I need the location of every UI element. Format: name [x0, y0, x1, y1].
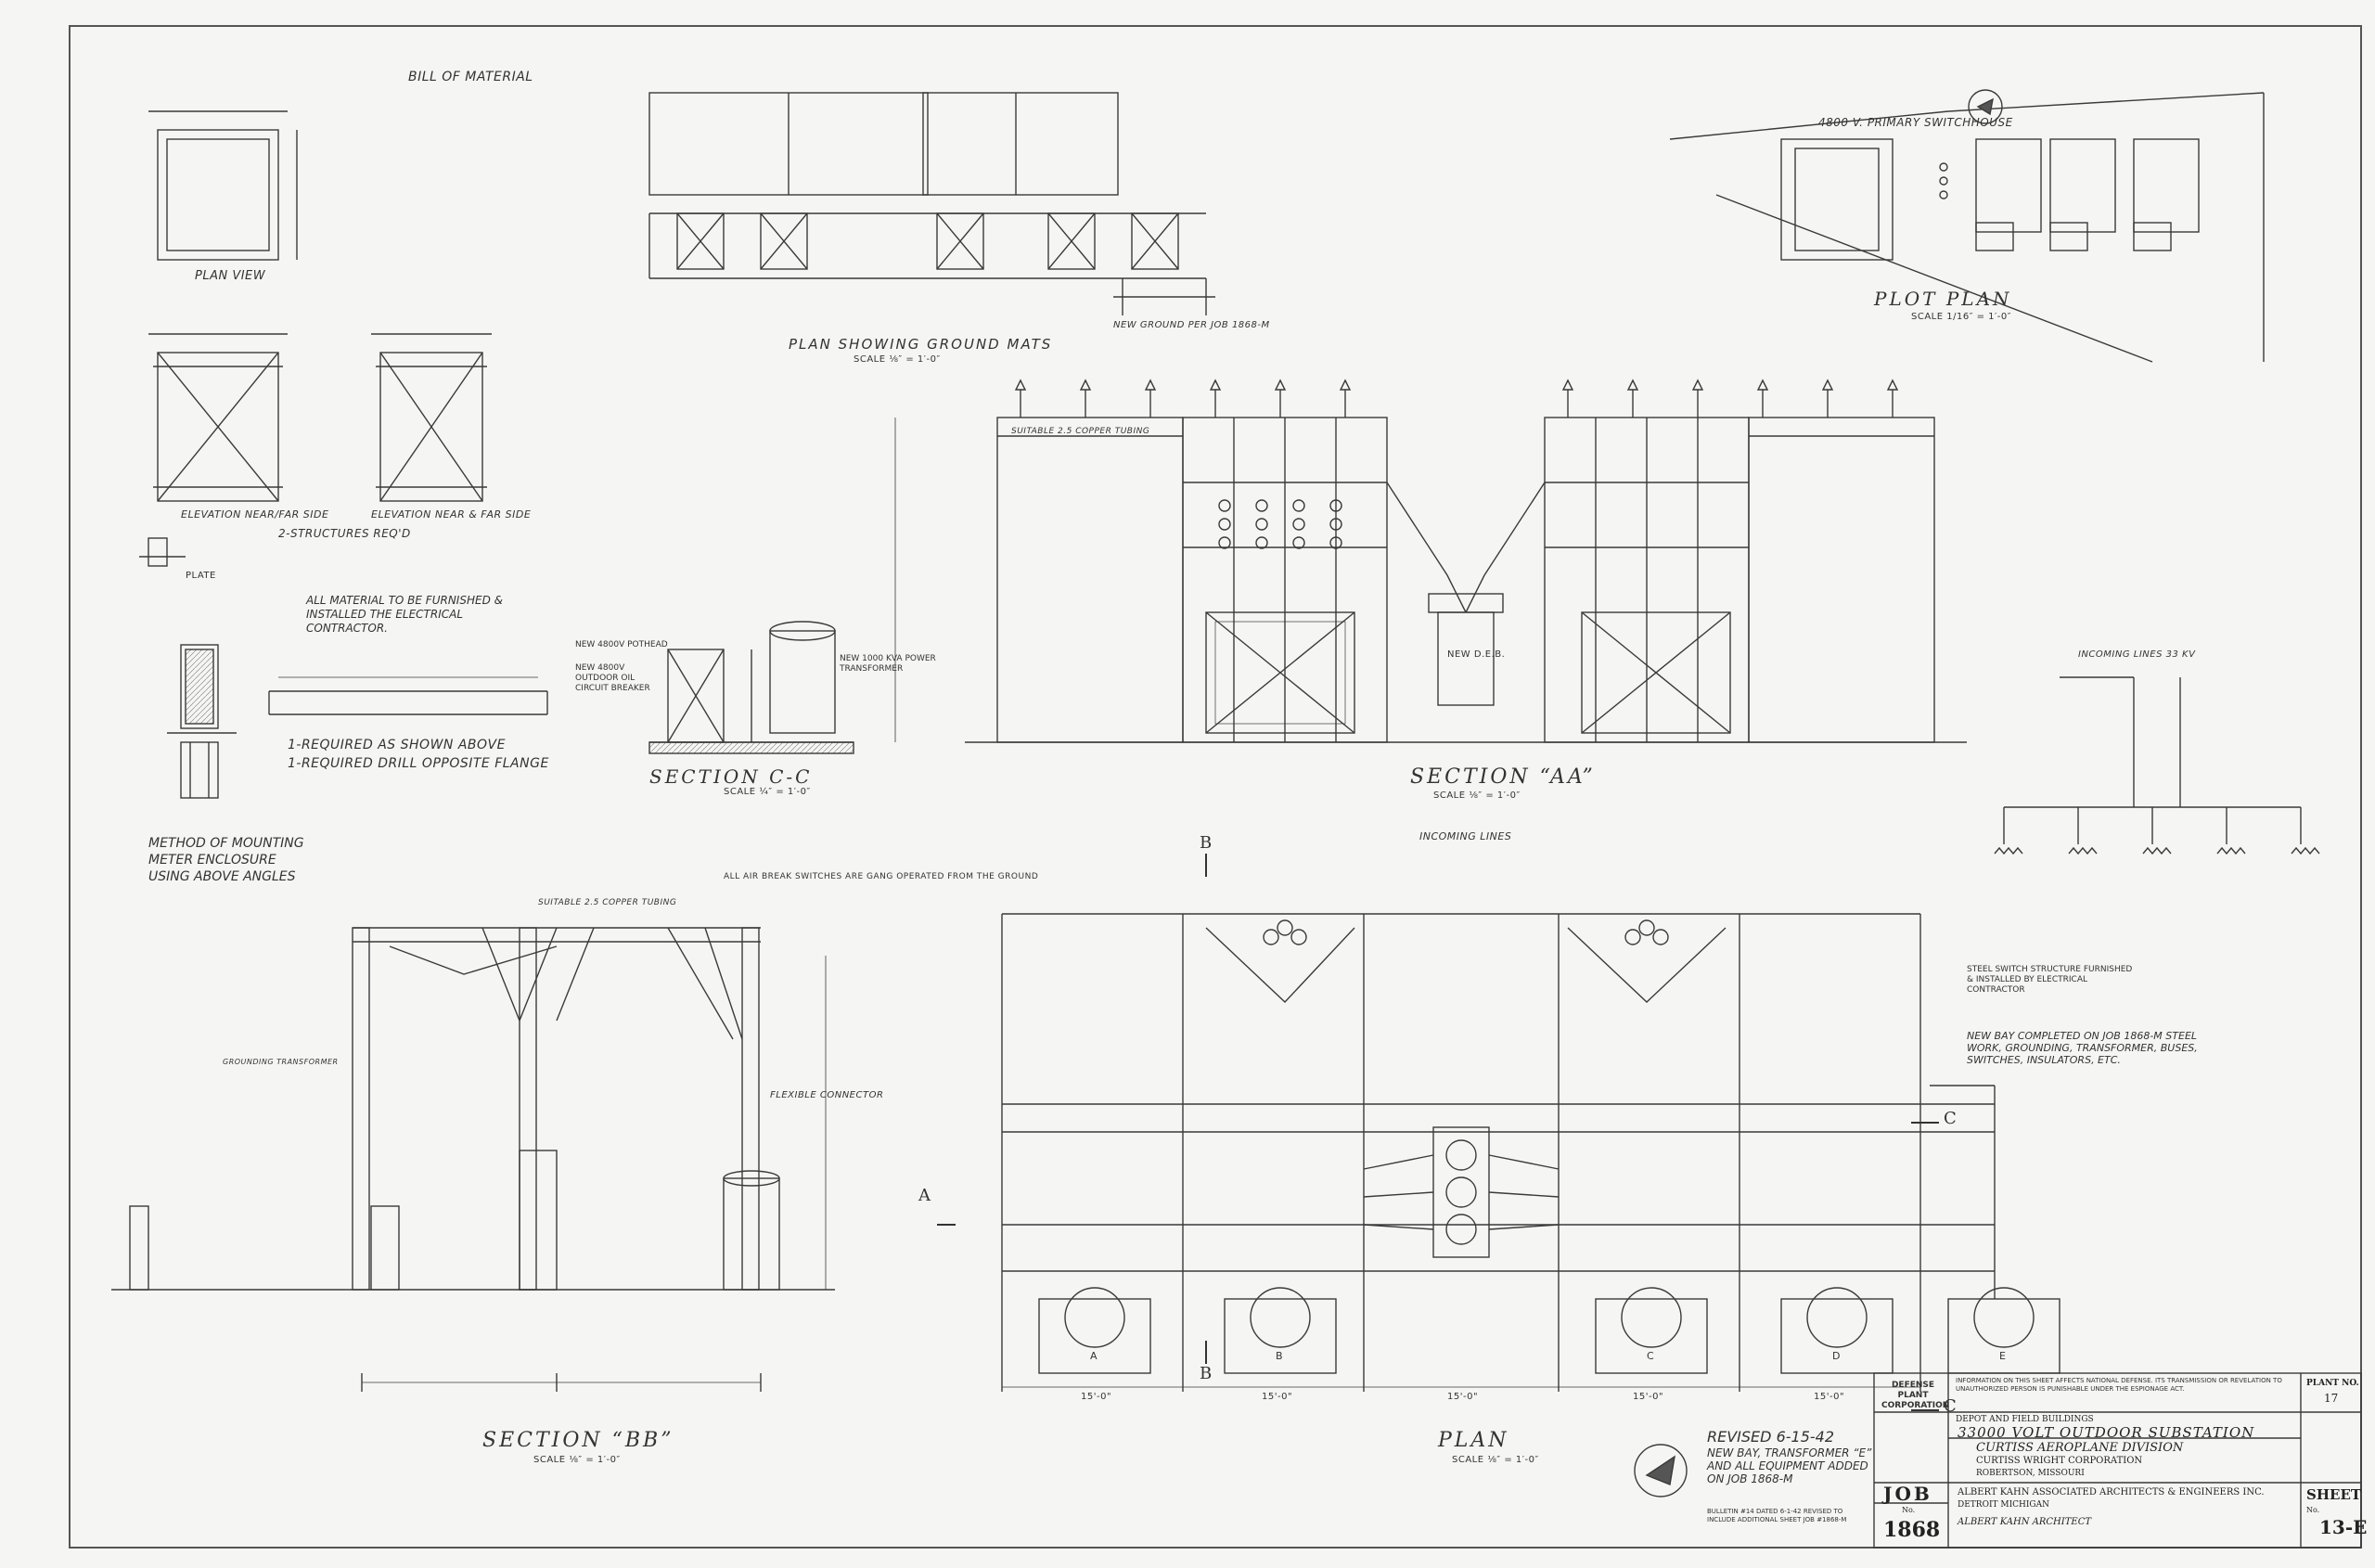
client-name: Curtiss Aeroplane Division [1976, 1441, 2184, 1455]
plot-plan-title: Plot Plan [1874, 288, 2012, 310]
elevation-near-far-1 [148, 333, 288, 502]
section-bb-scale: Scale ⅛″ = 1′-0″ [533, 1455, 621, 1465]
section-mark-b-top: B [1200, 833, 1213, 853]
client-name-2: Curtiss Wright Corporation [1976, 1456, 2143, 1466]
substation-title: 33000 Volt Outdoor Substation [1958, 1424, 2255, 1441]
plan-title: Plan [1438, 1429, 1509, 1452]
new-oil-breaker-label: New 4800V Outdoor Oil Circuit Breaker [575, 663, 650, 693]
section-cc [648, 621, 854, 754]
all-material-note: All material to be furnished & installed… [306, 594, 503, 635]
transformer-b: B [1276, 1350, 1284, 1362]
sheet-border [69, 25, 2362, 1549]
one-required-opposite-label: 1-Required drill opposite flange [288, 756, 549, 771]
section-bb-title: Section “BB” [482, 1429, 674, 1452]
transformer-e: E [1999, 1350, 2007, 1362]
job-no-label: No. [1902, 1506, 1916, 1514]
section-mark-c-bottom: C [1944, 1396, 1958, 1416]
dimension-1: 15'-0" [1081, 1392, 1112, 1402]
elevation-label-1: Elevation Near/Far Side [181, 508, 329, 521]
incoming-lines-33kv-label: Incoming Lines 33 KV [2078, 649, 2196, 660]
elevation-label-2: Elevation Near & Far Side [371, 508, 532, 521]
revision-line-4: on Job 1868-M [1707, 1472, 1793, 1485]
section-mark-c-top: C [1944, 1109, 1958, 1128]
all-air-break-note: All air break switches are gang operated… [724, 872, 1039, 881]
substation-plan [1001, 913, 2060, 1392]
plate-detail [139, 537, 186, 567]
new-ground-label: New Ground per Job 1868-M [1113, 320, 1270, 330]
title-block-frame [1873, 1372, 2362, 1549]
section-cc-scale: Scale ¼″ = 1′-0″ [724, 787, 811, 797]
new-bay-note: New Bay completed on Job 1868-M steel wo… [1967, 1030, 2198, 1066]
transformer-d: D [1832, 1350, 1841, 1362]
incoming-lines-label: Incoming Lines [1419, 830, 1512, 842]
plan-transformers [1038, 1287, 2060, 1374]
plan-scale: Scale ⅛″ = 1′-0″ [1452, 1455, 1539, 1465]
plate-label: Plate [186, 571, 216, 581]
section-mark-b-bottom: B [1200, 1364, 1213, 1383]
ground-mats-plan [648, 92, 1215, 315]
elevation-near-far-2 [371, 333, 492, 502]
meter-enclosure-detail [167, 644, 237, 799]
ground-mats-title: Plan Showing Ground Mats [789, 336, 1053, 353]
architect-city: Detroit Michigan [1958, 1500, 2049, 1510]
sheet-number: 13-E [2319, 1516, 2368, 1538]
dimension-5: 15'-0" [1814, 1392, 1845, 1402]
section-mark-a: A [918, 1186, 931, 1205]
incoming-insulators [1205, 919, 1727, 1003]
two-structures-label: 2-Structures Req'd [278, 527, 411, 540]
job-number: 1868 [1883, 1518, 1941, 1542]
one-line-diagram [1994, 676, 2320, 855]
revision-line-2: New Bay, Transformer “E” [1707, 1446, 1872, 1459]
section-bb [111, 927, 835, 1392]
primary-switchhouse-label: 4800 V. Primary Switchhouse [1818, 116, 2013, 129]
sheet-no-label: No. [2306, 1506, 2320, 1514]
architect-name: Albert Kahn Associated Architects & Engi… [1958, 1487, 2265, 1497]
section-aa-title: Section “AA” [1410, 765, 1596, 789]
transformer-a: A [1090, 1350, 1098, 1362]
linework [111, 89, 2362, 1549]
lightning-arresters-top [1014, 379, 1899, 418]
suitable-copper-label: Suitable 2.5 Copper Tubing [1011, 427, 1150, 436]
plan-view-title: Plan View [195, 269, 266, 283]
section-aa-elevation [894, 379, 1967, 743]
dimension-4: 15'-0" [1633, 1392, 1664, 1402]
angle-detail [268, 676, 548, 715]
dimension-3: 15'-0" [1447, 1392, 1479, 1402]
project-label: Depot and Field Buildings [1956, 1415, 2094, 1424]
job-label: JOB [1883, 1483, 1932, 1505]
insulator-string-left [1218, 499, 1342, 549]
transformer-c: C [1647, 1350, 1655, 1362]
north-arrow-plan [1634, 1444, 1688, 1497]
plot-plan-scale: Scale 1/16″ = 1′-0″ [1911, 312, 2012, 322]
ground-mats-scale: Scale ⅛″ = 1′-0″ [854, 354, 941, 365]
one-required-label: 1-Required as shown above [288, 738, 506, 752]
revision-line-1: Revised 6-15-42 [1707, 1428, 1835, 1446]
steel-structure-note: Steel switch structure furnished & insta… [1967, 965, 2133, 995]
architect-name-2: Albert Kahn Architect [1958, 1517, 2092, 1527]
new-transformer-label: New 1000 KVA Power Transformer [840, 654, 936, 674]
flexible-connector-label: Flexible Connector [770, 1090, 884, 1100]
suitable-copper-bb-label: Suitable 2.5 Copper Tubing [538, 898, 677, 907]
plant-ref-label: Plant No. [2306, 1379, 2359, 1388]
section-aa-scale: Scale ⅛″ = 1′-0″ [1433, 790, 1521, 801]
revision-line-3: and all equipment added [1707, 1459, 1868, 1472]
location: Robertson, Missouri [1976, 1469, 2085, 1478]
method-mounting-note: Method of Mounting Meter Enclosure Using… [148, 836, 304, 884]
plan-view-structure [148, 110, 298, 261]
plot-plan [1669, 89, 2265, 363]
dimension-2: 15'-0" [1262, 1392, 1293, 1402]
plant-ref-number: 17 [2324, 1392, 2339, 1405]
grounding-transformer-label: Grounding Transformer [223, 1058, 339, 1066]
bill-of-material-label: Bill of Material [408, 70, 533, 84]
defense-plant-corp: Defense Plant Corporation [1881, 1381, 1950, 1410]
bulletin-note: Bulletin #14 dated 6-1-42 revised to inc… [1707, 1508, 1847, 1523]
espionage-notice: Information on this sheet affects nation… [1956, 1377, 2282, 1393]
sheet-label: SHEET [2306, 1486, 2362, 1503]
new-deb-label: New D.E.B. [1447, 649, 1506, 660]
section-cc-title: Section C-C [649, 765, 813, 788]
new-pothead-label: New 4800V Pothead [575, 640, 668, 649]
